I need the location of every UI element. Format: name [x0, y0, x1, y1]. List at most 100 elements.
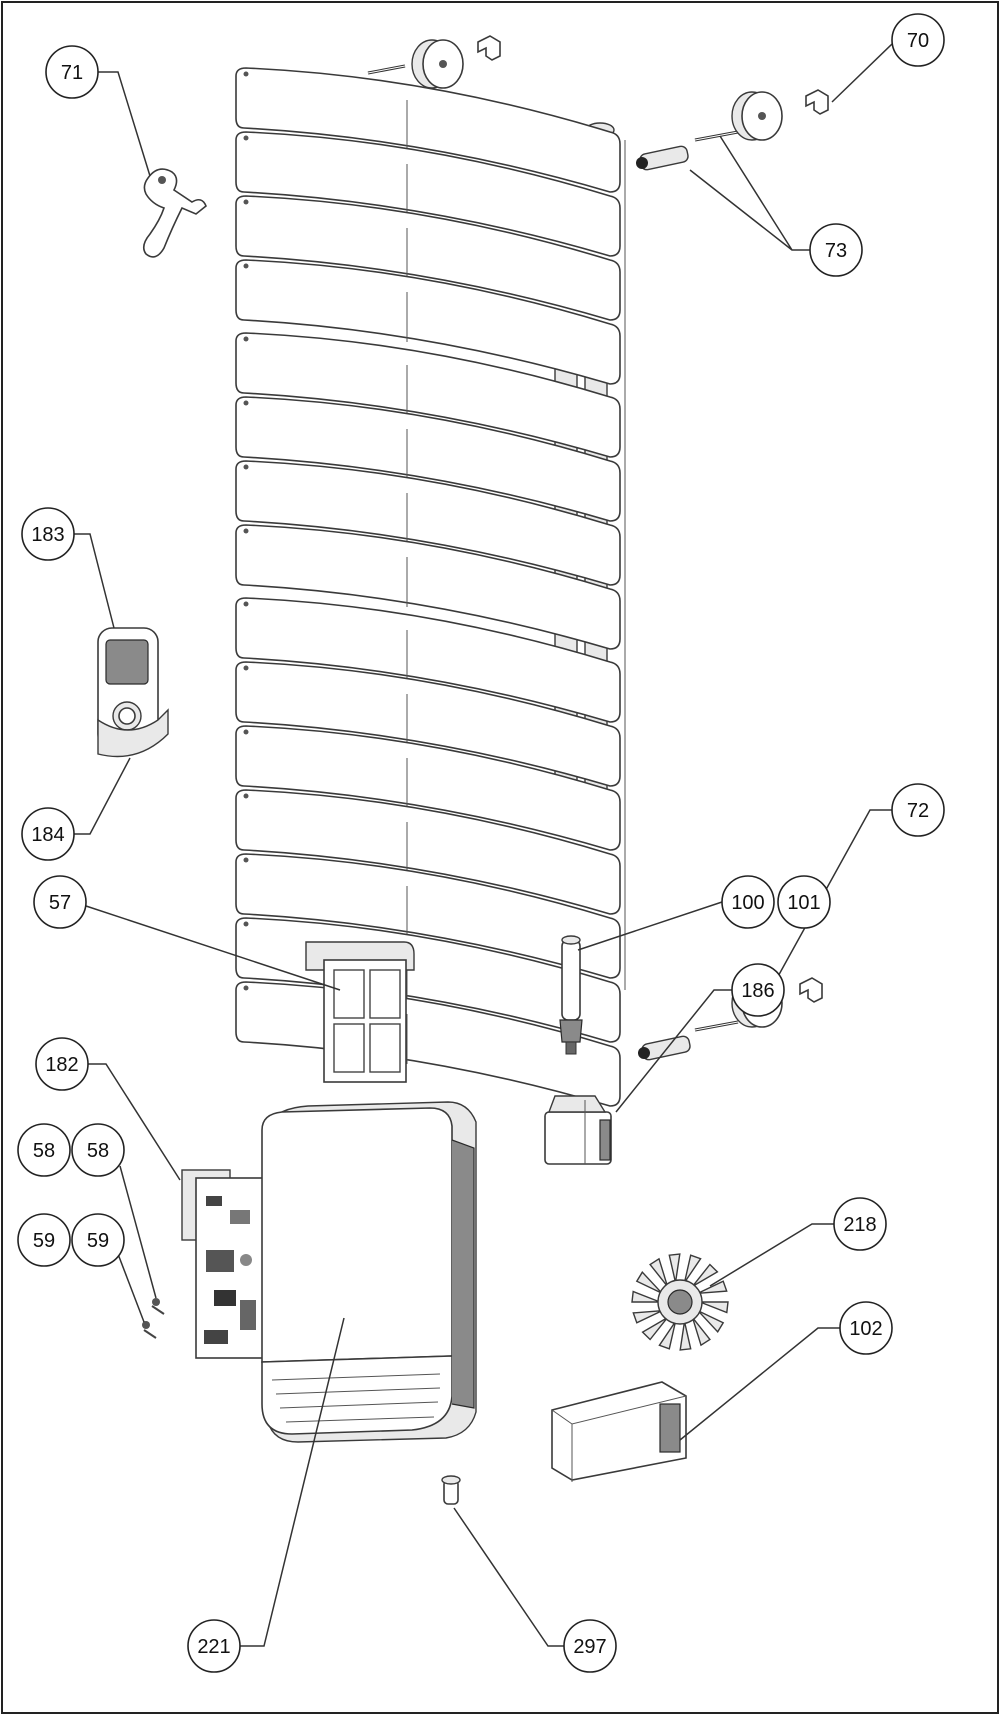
- callout-number: 100: [731, 892, 764, 914]
- callout-59: 59: [71, 1213, 125, 1267]
- callout-circle: [17, 1123, 71, 1177]
- probe-tube: [561, 939, 581, 1021]
- air-filter: [305, 941, 415, 1083]
- fan-blade: [635, 1271, 663, 1294]
- callout-70: 70: [891, 13, 945, 67]
- callout-number: 297: [573, 1636, 606, 1658]
- callout-71: 71: [45, 45, 99, 99]
- heating-element: [551, 1381, 687, 1482]
- callout-73: 73: [809, 223, 863, 277]
- callout-100: 100: [721, 875, 775, 929]
- top-wall-fixing: [367, 35, 501, 89]
- callout-circle: [891, 783, 945, 837]
- fan-blade: [691, 1263, 719, 1288]
- callout-184: 184: [21, 807, 75, 861]
- callout-number: 182: [45, 1054, 78, 1076]
- radiator-slat: [235, 460, 621, 586]
- callout-circle: [45, 45, 99, 99]
- callout-number: 71: [61, 62, 83, 84]
- callout-number: 72: [907, 800, 929, 822]
- leader-line-221: [240, 1317, 345, 1647]
- callout-number: 59: [33, 1230, 55, 1252]
- callout-number: 59: [87, 1230, 109, 1252]
- control-board: [181, 1169, 267, 1359]
- callout-221: 221: [187, 1619, 241, 1673]
- callout-72: 72: [891, 783, 945, 837]
- radiator-slat: [235, 725, 621, 851]
- leader-line-57: [85, 905, 341, 991]
- screw-58: [152, 1298, 160, 1306]
- radiator-slat: [235, 259, 621, 385]
- fan-blade: [631, 1290, 661, 1303]
- fan-blade: [699, 1301, 729, 1314]
- leader-line-218: [709, 1223, 834, 1287]
- temperature-probe: [559, 935, 583, 1055]
- fan-blades: [631, 1253, 729, 1351]
- callout-circle: [777, 875, 831, 929]
- probe-fitting: [559, 1019, 583, 1043]
- callout-102: 102: [839, 1301, 893, 1355]
- callout-58: 58: [17, 1123, 71, 1177]
- board-screws: [142, 1298, 165, 1339]
- callout-number: 57: [49, 892, 71, 914]
- callout-circle: [17, 1213, 71, 1267]
- leader-line-183: [74, 533, 115, 629]
- radiator-slat: [235, 332, 621, 458]
- heating-element-body: [551, 1381, 687, 1481]
- leader-lines: [74, 43, 893, 1647]
- callout-number: 221: [197, 1636, 230, 1658]
- fan-blade: [691, 1317, 711, 1347]
- leader-line-59: [117, 1253, 145, 1323]
- leader-line-73: [689, 135, 810, 251]
- callout-circle: [563, 1619, 617, 1673]
- radiator-body: [235, 67, 626, 1107]
- radiator-slats: [235, 67, 621, 1107]
- thermostat-screen: [105, 639, 149, 685]
- fan-blade: [632, 1310, 663, 1324]
- fan-blade: [679, 1321, 692, 1351]
- fan-blade: [697, 1280, 728, 1294]
- callout-101: 101: [777, 875, 831, 929]
- callout-circle: [891, 13, 945, 67]
- bleed-key: [142, 168, 207, 258]
- callout-218: 218: [833, 1197, 887, 1251]
- callout-183: 183: [21, 507, 75, 561]
- leader-line-186: [615, 989, 732, 1113]
- radiator-slat: [235, 396, 621, 522]
- callout-circle: [21, 507, 75, 561]
- callout-59: 59: [17, 1213, 71, 1267]
- callout-number: 70: [907, 30, 929, 52]
- wall-clip-top-left: [477, 35, 501, 61]
- callout-number: 101: [787, 892, 820, 914]
- thermostat-base: [97, 708, 169, 758]
- callout-circle: [809, 223, 863, 277]
- leader-line-58: [119, 1165, 157, 1299]
- radiator-slat: [235, 597, 621, 723]
- screw-59: [142, 1321, 150, 1329]
- callout-number: 218: [843, 1214, 876, 1236]
- fan-heater-housing: [261, 1101, 477, 1443]
- drain-plug: [441, 1475, 461, 1505]
- fan-blade: [641, 1316, 669, 1341]
- callout-number: 73: [825, 240, 847, 262]
- bleed-key-shape: [142, 168, 207, 258]
- callout-number: 102: [849, 1318, 882, 1340]
- radiator-slat: [235, 661, 621, 787]
- leader-line-102: [679, 1327, 840, 1441]
- fan-wheel: [631, 1253, 729, 1351]
- radiator-slat: [235, 67, 621, 193]
- radiator-slat: [235, 195, 621, 321]
- mounting-block: [544, 1095, 612, 1165]
- thermostat-remote: [97, 627, 169, 758]
- callout-number: 186: [741, 980, 774, 1002]
- leader-line-100: [577, 901, 723, 951]
- wall-clip-bottom-right: [799, 977, 823, 1003]
- callout-circle: [833, 1197, 887, 1251]
- callout-58: 58: [71, 1123, 125, 1177]
- callout-circle: [21, 807, 75, 861]
- fan-blade: [658, 1321, 677, 1350]
- callout-297: 297: [563, 1619, 617, 1673]
- callout-circle: [839, 1301, 893, 1355]
